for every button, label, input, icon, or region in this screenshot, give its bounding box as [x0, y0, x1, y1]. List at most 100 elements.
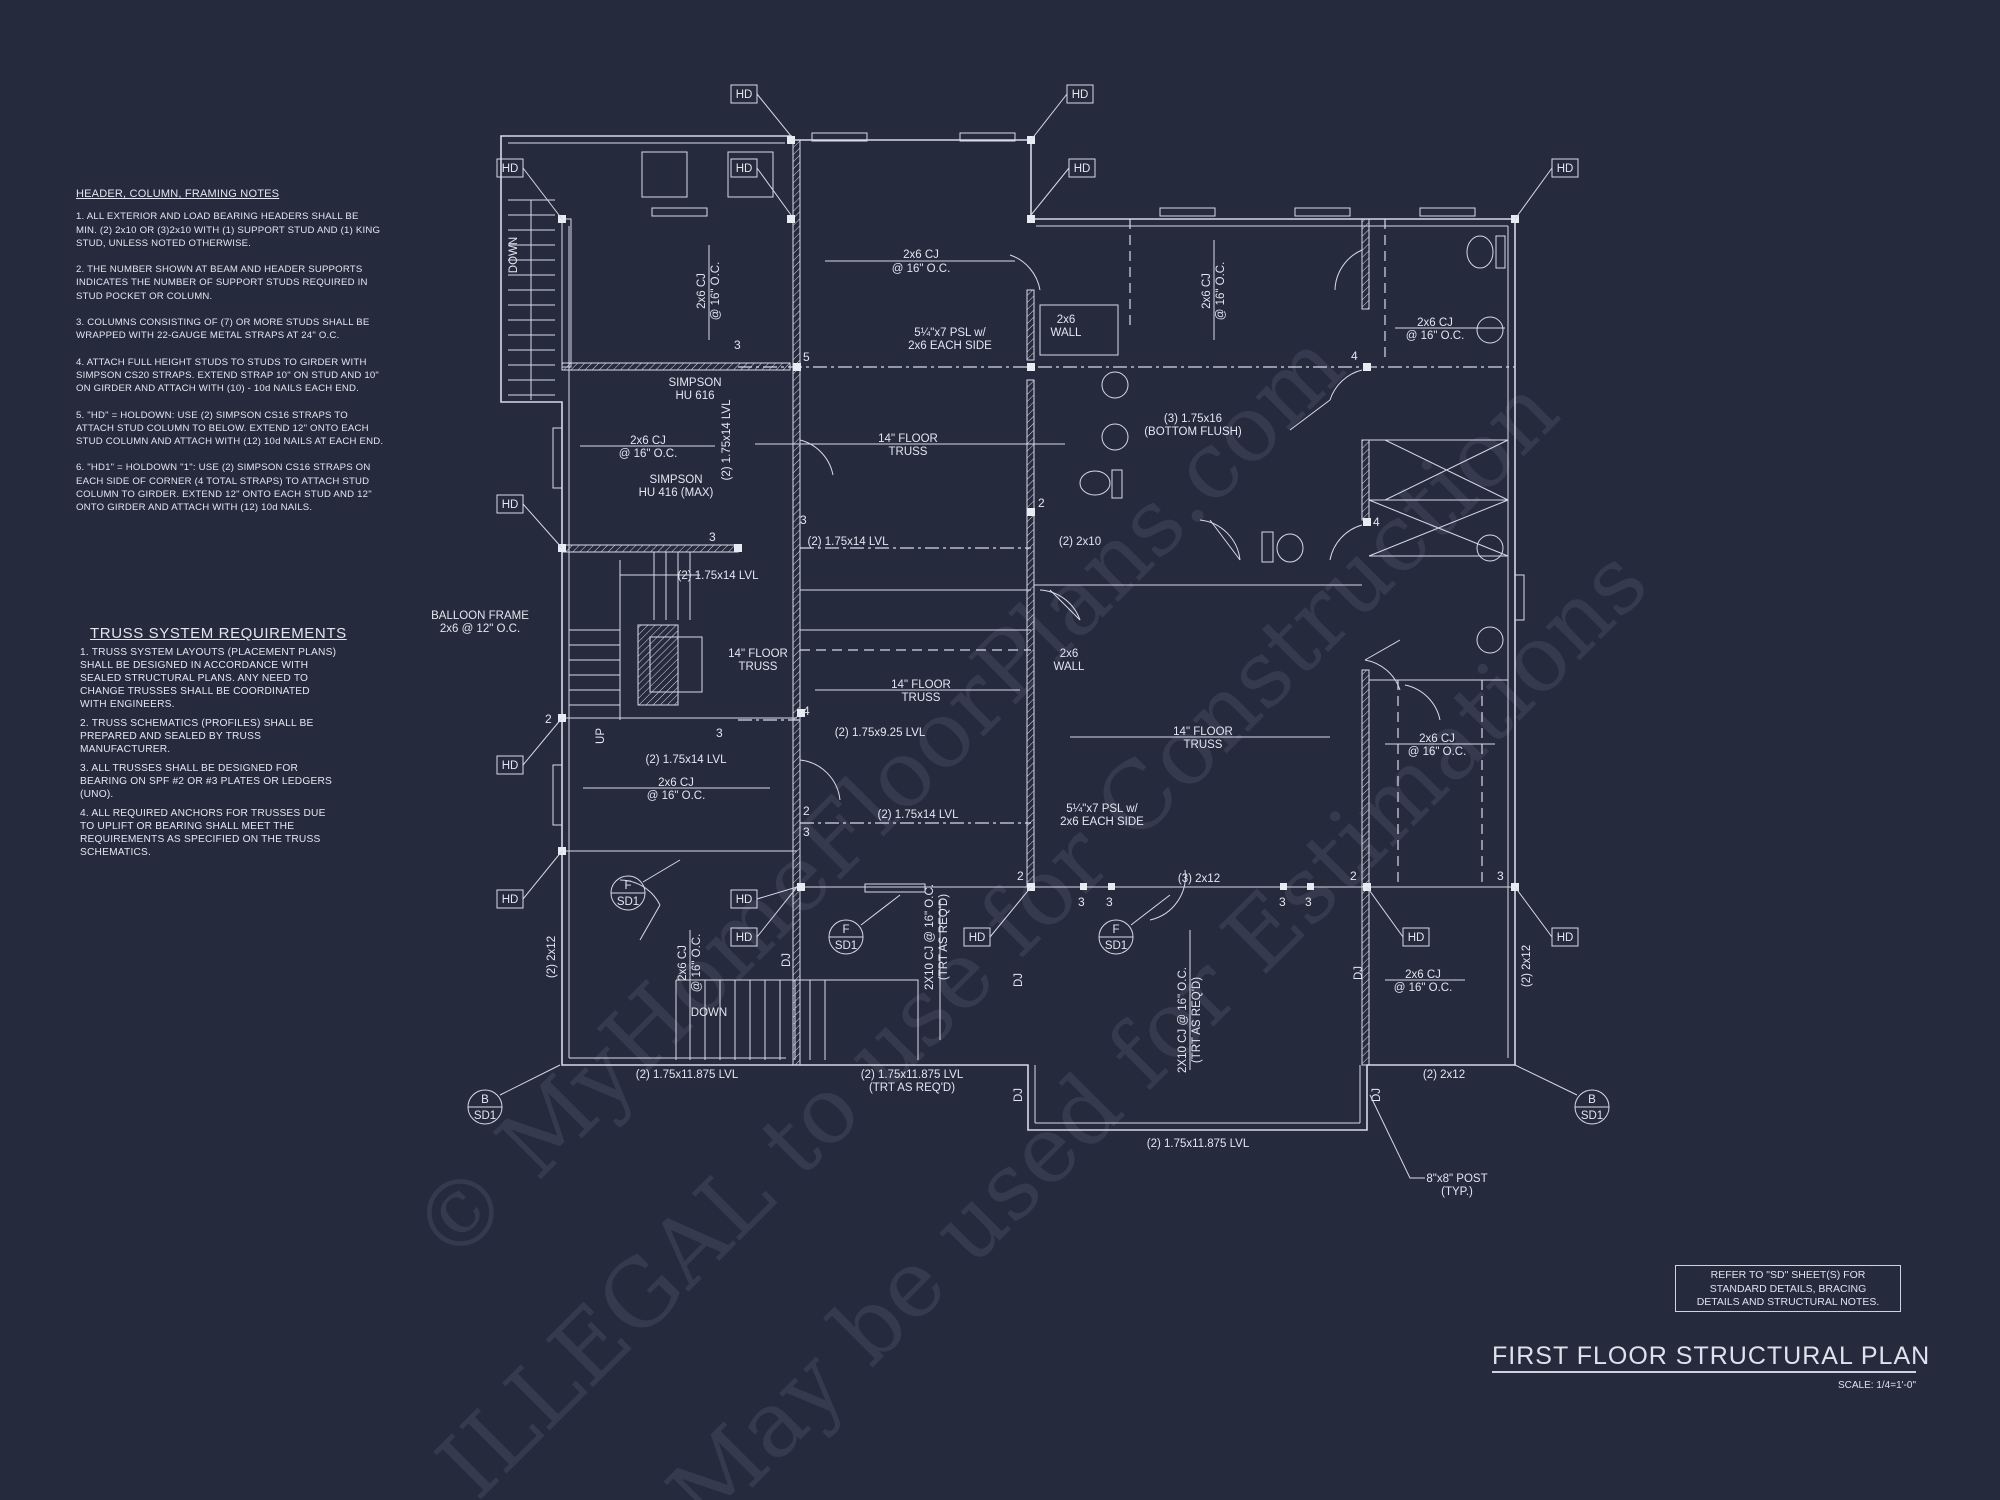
svg-text:HD: HD	[502, 894, 519, 906]
label-cj: 2x6 CJ@ 16" O.C.	[1394, 969, 1453, 994]
label-dj: DJ	[1013, 1088, 1025, 1102]
stud-count: 4	[1351, 349, 1358, 363]
label-lvl: (2) 1.75x9.25 LVL	[835, 727, 926, 739]
svg-text:8"x8" POST: 8"x8" POST	[1426, 1173, 1487, 1185]
stud-count: 3	[800, 513, 807, 527]
stud-count: 2	[803, 804, 810, 818]
svg-text:HD: HD	[969, 932, 986, 944]
watermark-line-2: ILLEGAL to use for Construction	[417, 357, 1578, 1500]
svg-text:HD: HD	[1557, 163, 1574, 175]
label-lvl-trt: (2) 1.75x11.875 LVL(TRT AS REQ'D)	[861, 1069, 964, 1094]
svg-text:2x6 CJ: 2x6 CJ	[696, 273, 708, 309]
label-header: (2) 2x12	[1521, 945, 1533, 987]
label-dj: DJ	[781, 953, 793, 967]
svg-text:HU 416 (MAX): HU 416 (MAX)	[639, 487, 714, 499]
stair-down-label: DOWN	[691, 1007, 727, 1019]
svg-text:2x6 EACH SIDE: 2x6 EACH SIDE	[908, 340, 992, 352]
svg-text:HD: HD	[1408, 932, 1425, 944]
hd-tag: HD	[730, 927, 758, 947]
svg-text:@ 16" O.C.: @ 16" O.C.	[1406, 330, 1465, 342]
svg-text:TRUSS: TRUSS	[889, 446, 928, 458]
svg-text:B: B	[481, 1094, 489, 1106]
framing-labels: 2x6 CJ@ 16" O.C. 2x6 CJ@ 16" O.C. 2x6 CJ…	[431, 237, 1533, 1198]
label-cj-2x10-vertical: 2X10 CJ @ 16" O.C.(TRT AS REQ'D)	[1177, 967, 1203, 1073]
svg-text:2X10 CJ @ 16" O.C.: 2X10 CJ @ 16" O.C.	[1177, 967, 1189, 1073]
svg-text:F: F	[842, 924, 849, 936]
label-lvl: (2) 1.75x14 LVL	[678, 570, 760, 582]
svg-text:WALL: WALL	[1054, 661, 1085, 673]
svg-text:(TRT AS REQ'D): (TRT AS REQ'D)	[938, 894, 950, 980]
label-lvl-bottom-flush: (3) 1.75x16(BOTTOM FLUSH)	[1144, 413, 1242, 438]
svg-text:HD: HD	[1557, 932, 1574, 944]
stud-count: 3	[1497, 869, 1504, 883]
stud-count: 3	[1078, 895, 1085, 909]
label-lvl: (2) 1.75x11.875 LVL	[636, 1069, 739, 1081]
svg-text:SD1: SD1	[1581, 1110, 1603, 1122]
hd-tag: HD	[1551, 927, 1579, 947]
svg-text:2x6: 2x6	[1057, 314, 1076, 326]
hd-tag: HD	[1066, 84, 1094, 104]
note-item: 1. ALL EXTERIOR AND LOAD BEARING HEADERS…	[76, 211, 381, 249]
label-cj: 2x6 CJ@ 16" O.C.	[647, 777, 706, 802]
svg-text:(3) 1.75x16: (3) 1.75x16	[1164, 413, 1222, 425]
hd-tag: HD	[730, 889, 758, 909]
svg-text:2x6 @ 12" O.C.: 2x6 @ 12" O.C.	[440, 623, 520, 635]
stud-count: 3	[716, 726, 723, 740]
label-lvl: (2) 1.75x14 LVL	[721, 399, 733, 481]
svg-text:14" FLOOR: 14" FLOOR	[728, 648, 788, 660]
svg-text:HD: HD	[502, 163, 519, 175]
svg-text:TRUSS: TRUSS	[1184, 739, 1223, 751]
stud-count: 3	[1106, 895, 1113, 909]
stud-count: 5	[803, 350, 810, 364]
svg-text:HD: HD	[1074, 163, 1091, 175]
label-cj-vertical: 2x6 CJ@ 16" O.C.	[1201, 262, 1227, 321]
svg-text:2x6 CJ: 2x6 CJ	[1201, 273, 1213, 309]
svg-text:HU 616: HU 616	[676, 390, 715, 402]
label-lvl: (2) 1.75x14 LVL	[808, 536, 890, 548]
label-lvl: (2) 1.75x11.875 LVL	[1147, 1138, 1250, 1150]
label-cj-2x10-vertical: 2X10 CJ @ 16" O.C.(TRT AS REQ'D)	[924, 884, 950, 990]
stud-count: 2	[1350, 869, 1357, 883]
svg-text:F: F	[624, 880, 631, 892]
svg-text:2x6 CJ: 2x6 CJ	[1417, 317, 1453, 329]
stud-count: 3	[1305, 895, 1312, 909]
label-dj: DJ	[1353, 966, 1365, 980]
svg-text:2x6 CJ: 2x6 CJ	[630, 435, 666, 447]
note-item: 2. THE NUMBER SHOWN AT BEAM AND HEADER S…	[76, 264, 368, 302]
stud-count: 2	[1038, 496, 1045, 510]
svg-text:HD: HD	[736, 894, 753, 906]
hd-tag: HD	[496, 889, 524, 909]
svg-text:HD: HD	[502, 499, 519, 511]
svg-text:@ 16" O.C.: @ 16" O.C.	[619, 448, 678, 460]
svg-text:@ 16" O.C.: @ 16" O.C.	[710, 262, 722, 321]
truss-notes-title: TRUSS SYSTEM REQUIREMENTS	[90, 625, 347, 642]
svg-text:14" FLOOR: 14" FLOOR	[878, 433, 938, 445]
scale-label: SCALE: 1/4=1'-0"	[1837, 1380, 1916, 1391]
stud-count: 4	[1373, 515, 1380, 529]
stud-count: 3	[734, 338, 741, 352]
stud-count: 3	[803, 825, 810, 839]
svg-text:@ 16" O.C.: @ 16" O.C.	[647, 790, 706, 802]
note-item: 3. COLUMNS CONSISTING OF (7) OR MORE STU…	[76, 317, 370, 342]
svg-text:14" FLOOR: 14" FLOOR	[891, 679, 951, 691]
label-lvl: (2) 1.75x14 LVL	[878, 809, 960, 821]
label-lvl: (2) 1.75x14 LVL	[646, 754, 728, 766]
stud-count: 3	[1279, 895, 1286, 909]
svg-text:2x6 EACH SIDE: 2x6 EACH SIDE	[1060, 816, 1144, 828]
svg-text:5¼"x7 PSL w/: 5¼"x7 PSL w/	[1066, 803, 1138, 815]
stair-down-label: DOWN	[508, 237, 520, 273]
svg-text:(BOTTOM FLUSH): (BOTTOM FLUSH)	[1144, 426, 1242, 438]
svg-text:2x6 CJ: 2x6 CJ	[1405, 969, 1441, 981]
label-psl: 5¼"x7 PSL w/2x6 EACH SIDE	[1060, 803, 1144, 828]
stud-count: 4	[803, 704, 810, 718]
interior-walls	[508, 139, 1515, 1066]
svg-text:14" FLOOR: 14" FLOOR	[1173, 726, 1233, 738]
